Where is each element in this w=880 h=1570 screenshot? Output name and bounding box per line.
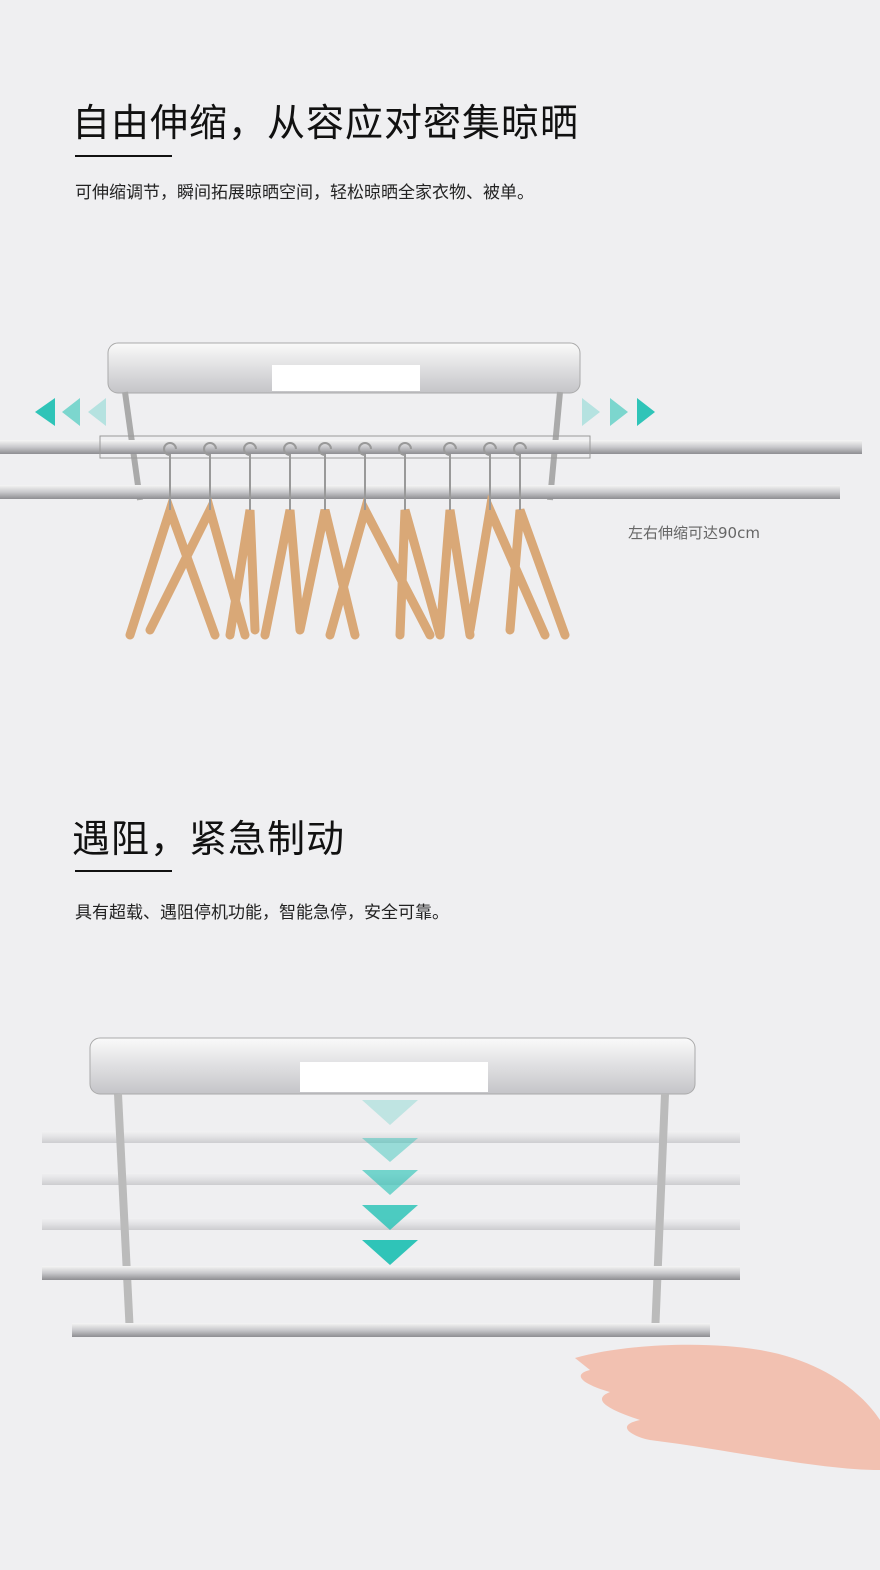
down-arrows-icon <box>362 1100 418 1265</box>
extend-right-arrows-icon <box>582 398 655 426</box>
emergency-stop-illustration <box>42 1037 880 1470</box>
lower-rod <box>0 485 840 499</box>
led-light <box>272 365 420 391</box>
extend-range-label: 左右伸缩可达90cm <box>628 524 760 542</box>
section1-divider <box>75 155 172 157</box>
telescopic-rack-illustration <box>0 342 862 640</box>
section2-title: 遇阻，紧急制动 <box>72 817 346 861</box>
led-light <box>300 1062 488 1092</box>
section1-subtitle: 可伸缩调节，瞬间拓展晾晒空间，轻松晾晒全家衣物、被单。 <box>75 183 534 203</box>
section2-subtitle: 具有超载、遇阻停机功能，智能急停，安全可靠。 <box>75 903 449 923</box>
hand-image <box>575 1344 880 1470</box>
upper-rod <box>42 1266 740 1280</box>
section2-divider <box>75 870 172 872</box>
hanger-hooks <box>163 442 527 510</box>
lower-rod <box>72 1323 710 1337</box>
extend-left-arrows-icon <box>35 398 106 426</box>
wooden-hangers <box>125 494 570 640</box>
section1-title: 自由伸缩，从容应对密集晾晒 <box>72 101 580 145</box>
upper-rod <box>0 440 862 454</box>
